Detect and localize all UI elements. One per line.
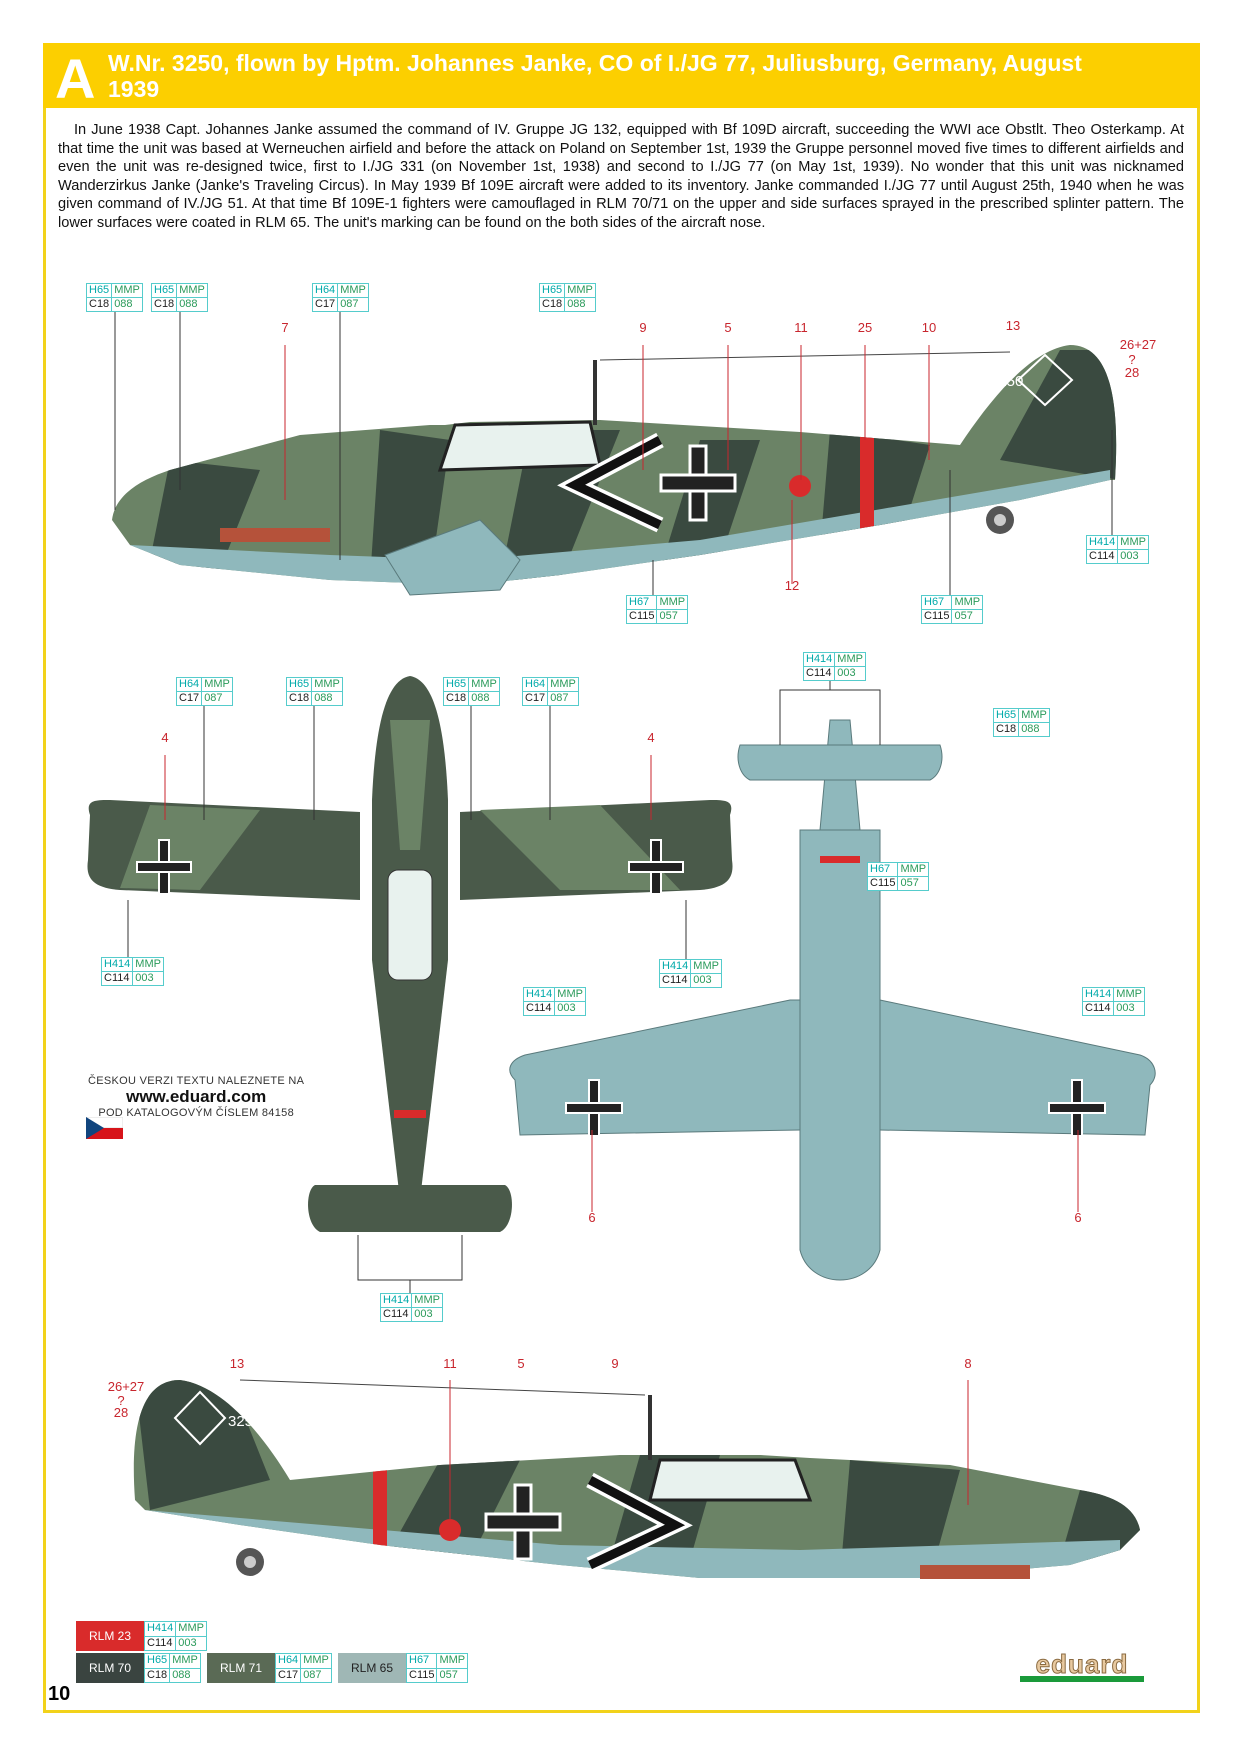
swatch-label: RLM 70 (76, 1653, 144, 1683)
eduard-logo: eduard (1020, 1649, 1144, 1682)
eduard-website-link[interactable]: www.eduard.com (126, 1087, 267, 1106)
callout-9: 9 (611, 1356, 619, 1371)
title-band (43, 43, 1200, 108)
czech-flag-icon (86, 1117, 123, 1139)
werknummer-left: 3250 (990, 373, 1023, 390)
logo-bar (1020, 1676, 1144, 1682)
swatch-label: RLM 71 (207, 1653, 275, 1683)
czech-line-3: POD KATALOGOVÝM ČÍSLEM 84158 (98, 1107, 294, 1119)
callout-11: 11 (794, 320, 808, 335)
callout-25: 25 (857, 320, 873, 335)
callout-11: 11 (443, 1356, 457, 1371)
callout-26-27: 26+27 (107, 1379, 145, 1394)
callout-5: 5 (724, 320, 732, 335)
callout-9: 9 (639, 320, 647, 335)
bottom-view (509, 719, 1156, 1281)
callout-or: ? (1128, 352, 1136, 367)
czech-line-1: ČESKOU VERZI TEXTU NALEZNETE NA (88, 1075, 305, 1087)
callout-7: 7 (281, 320, 289, 335)
callout-28: 28 (1124, 365, 1140, 380)
callout-6: 6 (588, 1210, 596, 1225)
leader-lines (114, 310, 1113, 1293)
callout-8: 8 (964, 1356, 972, 1371)
callout-13: 13 (1005, 318, 1021, 333)
callout-12: 12 (784, 578, 800, 593)
profile-letter: A (55, 47, 96, 110)
balkenkreuz (659, 444, 737, 522)
callout-6: 6 (1074, 1210, 1082, 1225)
callout-or: ? (117, 1393, 125, 1408)
swatch-label: RLM 65 (338, 1653, 406, 1683)
side-view-right (133, 1380, 1140, 1578)
callout-4: 4 (161, 730, 169, 745)
callout-13: 13 (229, 1356, 245, 1371)
czech-version-note: ČESKOU VERZI TEXTU NALEZNETE NA www.edua… (88, 1075, 304, 1119)
history-text: In June 1938 Capt. Johannes Janke assume… (58, 122, 1184, 231)
red-leader-lines (164, 345, 1079, 1520)
callout-5: 5 (517, 1356, 525, 1371)
callout-4: 4 (647, 730, 655, 745)
logo-text: eduard (1035, 1649, 1129, 1679)
werknummer-right: 3250 (228, 1413, 261, 1430)
callout-10: 10 (921, 320, 937, 335)
page-number: 10 (48, 1683, 71, 1705)
balkenkreuz-underwing (565, 1079, 1106, 1137)
callout-28: 28 (113, 1405, 129, 1420)
callout-26-27: 26+27 (1119, 337, 1157, 352)
swatch-label: RLM 23 (76, 1621, 144, 1651)
top-view (87, 676, 733, 1232)
profile-title: W.Nr. 3250, flown by Hptm. Johannes Jank… (108, 50, 1082, 102)
